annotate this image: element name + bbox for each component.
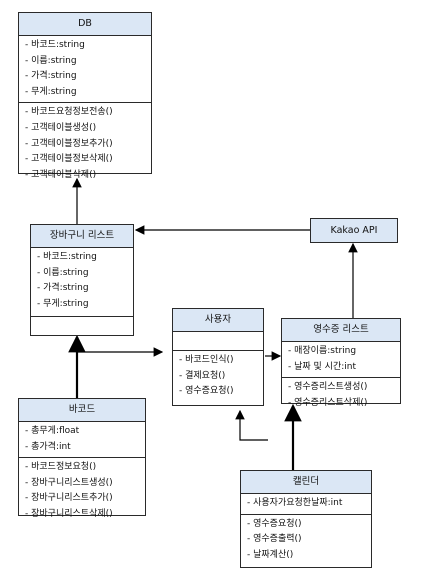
class-title: 바코드 bbox=[19, 399, 145, 422]
class-barcode: 바코드 총무게:float 총가격:int 바코드정보요청() 장바구니리스트생… bbox=[18, 398, 146, 519]
class-title: Kakao API bbox=[311, 219, 397, 242]
attribute: 사용자가요청한날짜:int bbox=[241, 496, 371, 512]
attribute: 총가격:int bbox=[19, 440, 145, 456]
methods-section: 영수증리스트생성() 영수증리스트삭제() bbox=[282, 378, 400, 413]
attributes-section: 사용자가요청한날짜:int bbox=[241, 494, 371, 515]
attribute: 바코드:string bbox=[19, 38, 151, 54]
method: 장바구니리스트생성() bbox=[19, 476, 145, 492]
attributes-section bbox=[173, 332, 263, 351]
attribute: 무게:string bbox=[19, 85, 151, 101]
method: 영수증리스트삭제() bbox=[282, 396, 400, 412]
attributes-section: 바코드:string 이름:string 가격:string 무게:string bbox=[31, 248, 133, 317]
method: 고객테이블정보추가() bbox=[19, 137, 151, 153]
method: 바코드요청정보전송() bbox=[19, 105, 151, 121]
method: 고객테이블삭제() bbox=[19, 168, 151, 184]
method: 바코드인식() bbox=[173, 353, 263, 369]
method: 고객테이블정보삭제() bbox=[19, 152, 151, 168]
class-title: DB bbox=[19, 13, 151, 36]
attributes-section: 바코드:string 이름:string 가격:string 무게:string bbox=[19, 36, 151, 104]
methods-section: 바코드정보요청() 장바구니리스트생성() 장바구니리스트추가() 장바구니리스… bbox=[19, 458, 145, 524]
attribute: 가격:string bbox=[31, 281, 133, 297]
class-title: 캘린더 bbox=[241, 471, 371, 494]
method: 장바구니리스트추가() bbox=[19, 491, 145, 507]
arrow-calendar-to-user bbox=[235, 409, 268, 441]
class-calendar: 캘린더 사용자가요청한날짜:int 영수증요청() 영수증출력() 날짜계산() bbox=[240, 470, 372, 568]
method: 영수증요청() bbox=[173, 384, 263, 400]
attribute: 날짜 및 시간:int bbox=[282, 360, 400, 376]
class-db: DB 바코드:string 이름:string 가격:string 무게:str… bbox=[18, 12, 152, 180]
attribute: 가격:string bbox=[19, 69, 151, 85]
method: 영수증요청() bbox=[241, 517, 371, 533]
methods-section bbox=[31, 317, 133, 341]
attribute: 무게:string bbox=[31, 297, 133, 313]
method: 영수증출력() bbox=[241, 532, 371, 548]
method: 장바구니리스트삭제() bbox=[19, 507, 145, 523]
attribute: 이름:string bbox=[19, 54, 151, 70]
attribute: 바코드:string bbox=[31, 250, 133, 266]
class-cart-list: 장바구니 리스트 바코드:string 이름:string 가격:string … bbox=[30, 224, 134, 336]
attribute: 매장이름:string bbox=[282, 344, 400, 360]
methods-section: 바코드인식() 결제요청() 영수증요청() bbox=[173, 351, 263, 402]
class-title: 장바구니 리스트 bbox=[31, 225, 133, 248]
method: 고객테이블생성() bbox=[19, 121, 151, 137]
methods-section: 영수증요청() 영수증출력() 날짜계산() bbox=[241, 515, 371, 566]
method: 결제요청() bbox=[173, 369, 263, 385]
attribute: 이름:string bbox=[31, 266, 133, 282]
class-user: 사용자 바코드인식() 결제요청() 영수증요청() bbox=[172, 308, 264, 406]
class-receipt-list: 영수증 리스트 매장이름:string 날짜 및 시간:int 영수증리스트생성… bbox=[281, 318, 401, 408]
attributes-section: 총무게:float 총가격:int bbox=[19, 422, 145, 459]
class-kakao-api: Kakao API bbox=[310, 218, 398, 243]
method: 영수증리스트생성() bbox=[282, 380, 400, 396]
methods-section: 바코드요청정보전송() 고객테이블생성() 고객테이블정보추가() 고객테이블정… bbox=[19, 103, 151, 185]
method: 날짜계산() bbox=[241, 548, 371, 564]
attributes-section: 매장이름:string 날짜 및 시간:int bbox=[282, 342, 400, 379]
attribute: 총무게:float bbox=[19, 424, 145, 440]
class-title: 영수증 리스트 bbox=[282, 319, 400, 342]
class-title: 사용자 bbox=[173, 309, 263, 332]
method: 바코드정보요청() bbox=[19, 460, 145, 476]
